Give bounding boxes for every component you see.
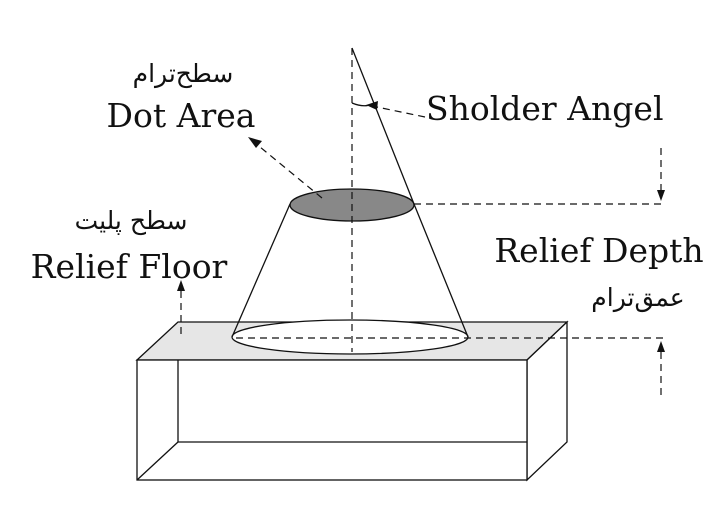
text-labels: سطح‌ترام Dot Area Sholder Angel سطح پلیت… [31, 59, 704, 313]
dot-base-ellipse [231, 319, 469, 355]
relief-floor-label-en: Relief Floor [31, 247, 228, 286]
plate-front-face [136, 359, 528, 481]
shoulder-angle-leader [371, 105, 426, 118]
relief-floor-arrowhead [177, 280, 185, 291]
dot-area-label-en: Dot Area [107, 96, 256, 135]
dot-right-side [413, 203, 469, 338]
dot-left-side [231, 203, 291, 338]
construction-lines [236, 47, 665, 352]
relief-depth-label-fa: عمق‌ترام [591, 283, 684, 313]
leader-arrows [177, 101, 665, 395]
relief-depth-label-en: Relief Depth [494, 231, 703, 270]
dot-area-label-fa: سطح‌ترام [133, 59, 234, 89]
relief-depth-arrowhead-top [657, 190, 665, 201]
relief-floor-label-fa: سطح پلیت [75, 206, 188, 236]
shoulder-angle-label: Sholder Angel [426, 89, 664, 128]
shoulder-angle-arrowhead [366, 101, 378, 110]
shoulder-angle-line [351, 47, 415, 205]
dot-area-leader [253, 141, 323, 199]
relief-dot [231, 188, 469, 355]
dot-area-arrowhead [248, 137, 262, 148]
plate-inner-edge [136, 441, 179, 481]
relief-depth-arrowhead-bottom [657, 341, 665, 352]
